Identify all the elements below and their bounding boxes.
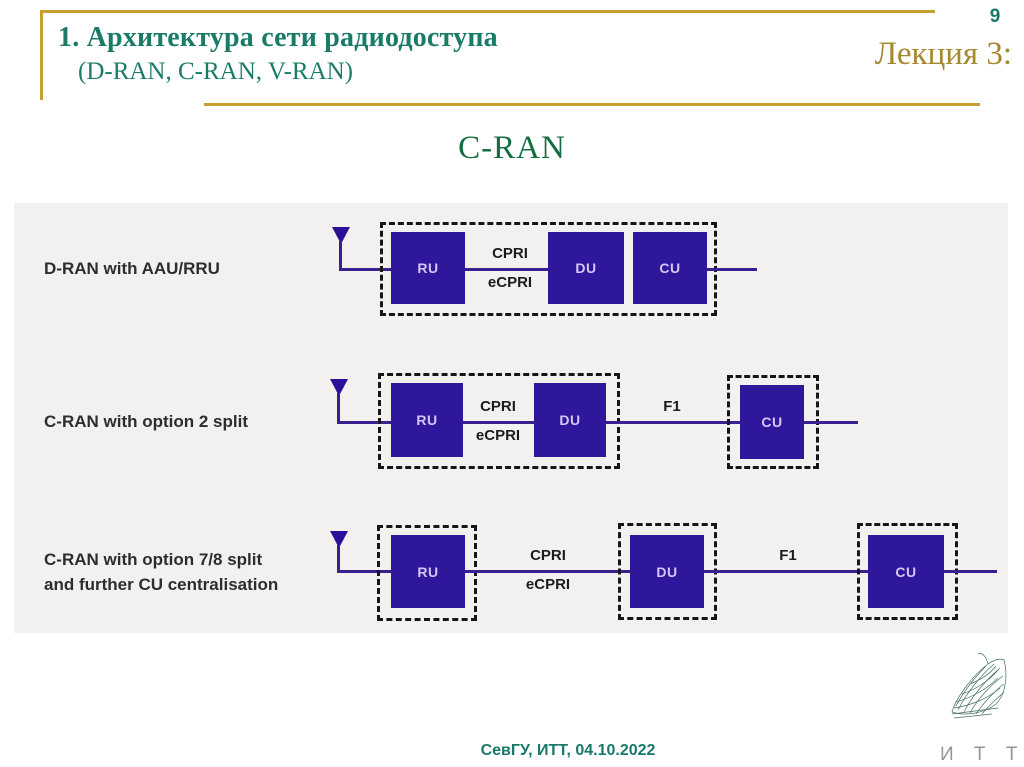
cu-box: CU xyxy=(633,232,707,304)
du-box: DU xyxy=(534,383,606,457)
ru-box: RU xyxy=(391,383,463,457)
antenna-icon xyxy=(332,227,350,244)
ru-site-boundary xyxy=(377,525,477,621)
f1-label: F1 xyxy=(779,547,797,564)
cu-box: CU xyxy=(740,385,804,459)
antenna-mast xyxy=(337,545,340,572)
footer-credit: СевГУ, ИТТ, 04.10.2022 xyxy=(480,742,656,759)
du-box: DU xyxy=(630,535,704,608)
backhaul-link xyxy=(707,268,757,271)
gold-border-left xyxy=(40,10,43,100)
slide-title-line2: (D-RAN, C-RAN, V-RAN) xyxy=(78,58,354,85)
cpri-label: CPRI xyxy=(480,398,516,415)
logo-text: И Т Т xyxy=(940,744,1023,765)
row2-label: C-RAN with option 2 split xyxy=(44,412,248,431)
ecpri-label: eCPRI xyxy=(487,274,533,291)
backhaul-link xyxy=(944,570,997,573)
f1-label: F1 xyxy=(663,398,681,415)
gold-border-top xyxy=(40,10,935,13)
cpri-label: CPRI xyxy=(530,547,566,564)
ru-box: RU xyxy=(391,232,465,304)
antenna-mast xyxy=(337,393,340,423)
row1-label: D-RAN with AAU/RRU xyxy=(44,259,220,278)
fronthaul-link xyxy=(465,570,630,573)
logo-sketch-icon xyxy=(951,653,1007,719)
du-box: DU xyxy=(548,232,624,304)
fronthaul-link xyxy=(465,268,548,271)
antenna-icon xyxy=(330,531,348,548)
fronthaul-link xyxy=(463,421,534,424)
lecture-label: Лекция 3: xyxy=(874,36,1012,72)
backhaul-link xyxy=(804,421,858,424)
antenna-feed-link xyxy=(337,570,391,573)
itt-logo: И Т Т xyxy=(940,650,1023,765)
row3-label-line2: and further CU centralisation xyxy=(44,575,279,594)
antenna-icon xyxy=(330,379,348,396)
diagram-title: C-RAN xyxy=(458,130,566,166)
row3-label-line1: C-RAN with option 7/8 split xyxy=(44,550,263,569)
antenna-feed-link xyxy=(337,421,391,424)
slide-number: 9 xyxy=(989,6,1001,27)
ecpri-label: eCPRI xyxy=(475,427,521,444)
antenna-feed-link xyxy=(339,268,391,271)
ecpri-label: eCPRI xyxy=(525,576,571,593)
ru-box: RU xyxy=(391,535,465,608)
diagram-panel: D-RAN with AAU/RRU RU CPRI eCPRI DU CU C… xyxy=(14,203,1008,633)
slide-title-line1: 1. Архитектура сети радиодоступа xyxy=(58,22,498,53)
antenna-mast xyxy=(339,241,342,270)
midhaul-link xyxy=(704,570,868,573)
cpri-label: CPRI xyxy=(492,245,528,262)
gold-underline xyxy=(204,103,980,106)
cu-box: CU xyxy=(868,535,944,608)
midhaul-link xyxy=(606,421,740,424)
